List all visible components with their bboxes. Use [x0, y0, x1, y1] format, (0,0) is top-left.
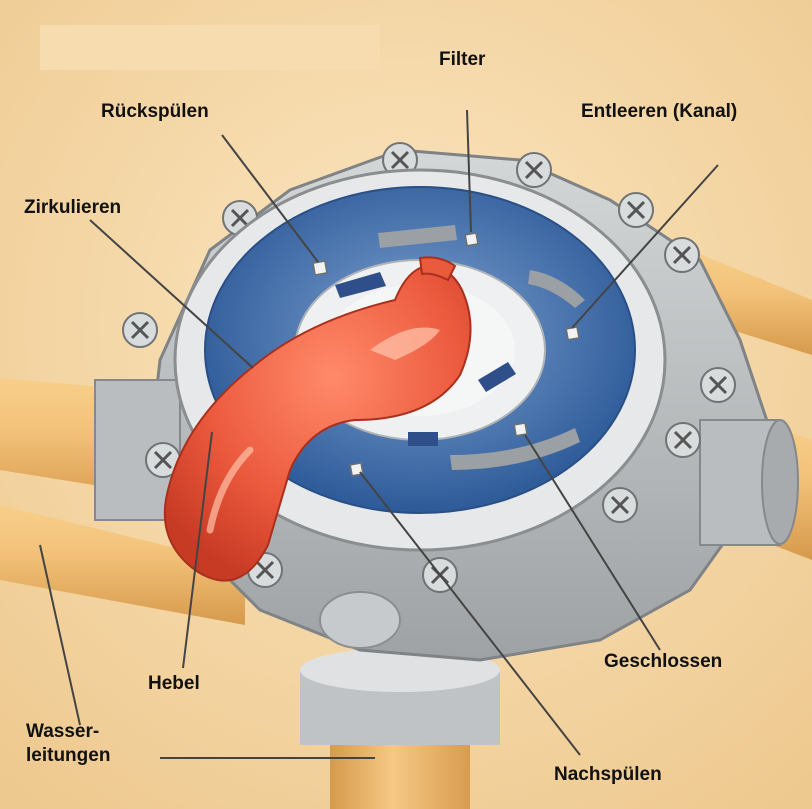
label-hebel: Hebel [148, 672, 200, 696]
blank-label-area [40, 25, 380, 70]
label-zirkulieren: Zirkulieren [24, 196, 121, 220]
label-wasserleitungen: Wasser- leitungen [26, 720, 166, 768]
label-filter: Filter [439, 48, 485, 72]
label-rueckspuelen: Rückspülen [101, 100, 209, 124]
label-entleeren-kanal: Entleeren (Kanal) [581, 100, 737, 124]
label-geschlossen: Geschlossen [604, 650, 722, 674]
label-nachspuelen: Nachspülen [554, 763, 662, 787]
